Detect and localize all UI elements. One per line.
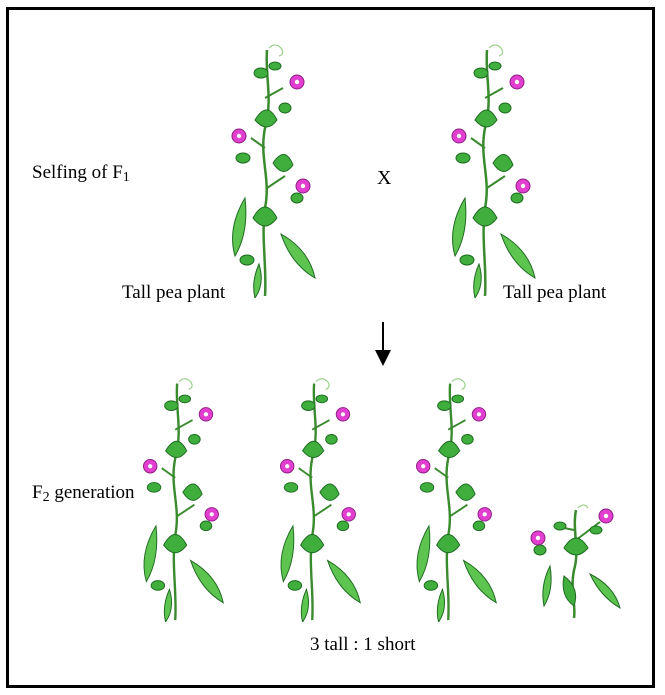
- parent-right-label: Tall pea plant: [503, 282, 606, 304]
- selfing-subscript: 1: [123, 170, 130, 185]
- parent-left-tall-plant: [215, 38, 325, 298]
- parent-right-tall-plant: [435, 38, 545, 298]
- f2-subscript: 2: [43, 490, 50, 505]
- f2-tall-plant-3: [398, 372, 508, 622]
- parent-left-label: Tall pea plant: [122, 282, 225, 304]
- f2-label: F2 generation: [32, 482, 135, 506]
- cross-symbol: X: [377, 167, 391, 190]
- f2-suffix: generation: [50, 482, 135, 503]
- selfing-text: Selfing of F: [32, 162, 123, 183]
- selfing-label: Selfing of F1: [32, 162, 130, 186]
- down-arrow-icon: [372, 322, 394, 366]
- ratio-label: 3 tall : 1 short: [310, 634, 416, 656]
- f2-text: F: [32, 482, 43, 503]
- f2-tall-plant-1: [125, 372, 235, 622]
- f2-short-plant: [520, 500, 630, 620]
- f2-tall-plant-2: [262, 372, 372, 622]
